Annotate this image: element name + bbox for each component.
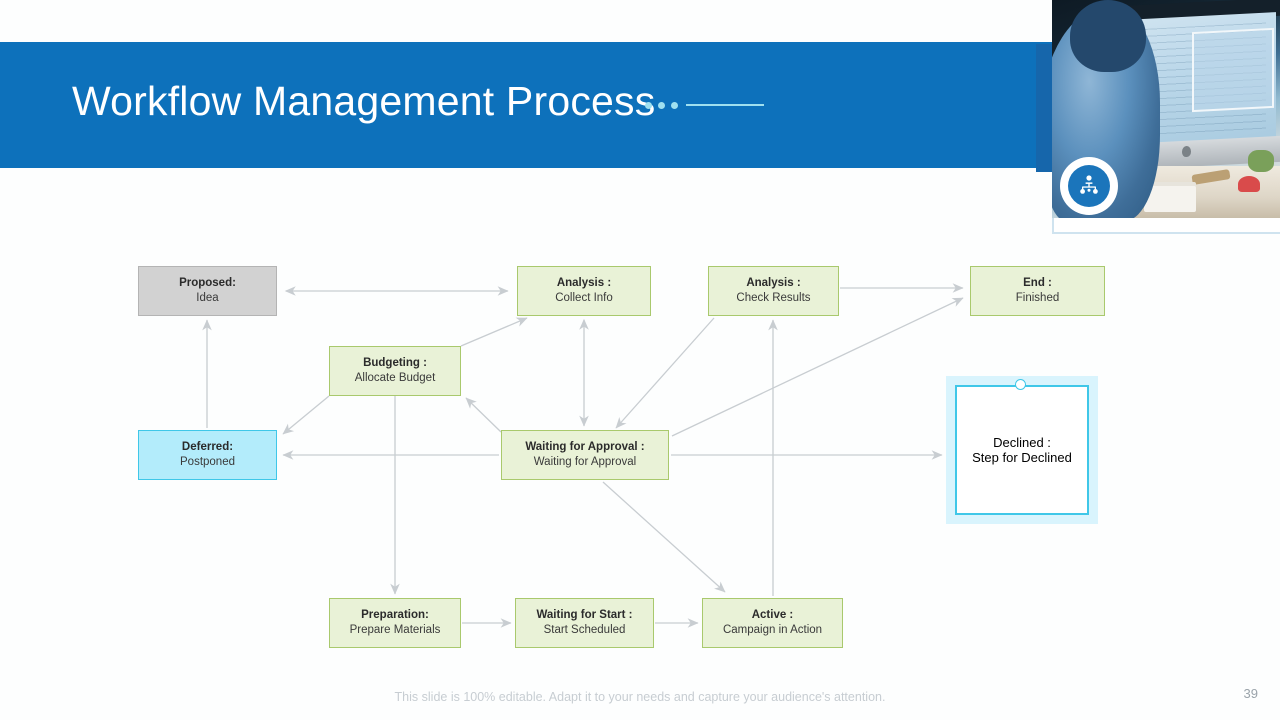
title-decoration (645, 98, 764, 112)
decor-rule (686, 104, 764, 106)
desk-object-plant (1248, 150, 1274, 172)
node-proposed-title: Proposed: (179, 277, 236, 290)
node-proposed[interactable]: Proposed: Idea (138, 266, 277, 316)
node-deferred[interactable]: Deferred: Postponed (138, 430, 277, 480)
node-end[interactable]: End : Finished (970, 266, 1105, 316)
node-deferred-sub: Postponed (180, 456, 235, 468)
node-budgeting[interactable]: Budgeting : Allocate Budget (329, 346, 461, 396)
node-declined-title: Declined : (993, 435, 1051, 450)
node-declined[interactable]: Declined : Step for Declined (955, 385, 1089, 515)
node-budgeting-sub: Allocate Budget (354, 372, 436, 384)
node-analysis-collect-info-title: Analysis : (556, 277, 612, 290)
decor-dot-2 (658, 101, 665, 109)
node-budgeting-title: Budgeting : (363, 357, 427, 370)
node-declined-selection-glow[interactable]: Declined : Step for Declined (946, 376, 1098, 524)
node-waiting-for-start-title: Waiting for Start : (536, 609, 633, 622)
node-analysis-check-results[interactable]: Analysis : Check Results (708, 266, 839, 316)
workflow-diagram: Proposed: Idea Analysis : Collect Info A… (0, 200, 1280, 670)
page-number: 39 (1243, 686, 1258, 701)
node-analysis-check-results-sub: Check Results (736, 292, 811, 304)
node-waiting-for-approval-sub: Waiting for Approval (533, 456, 637, 468)
node-waiting-for-start-sub: Start Scheduled (543, 624, 626, 636)
org-hierarchy-icon (1068, 165, 1110, 207)
decor-dot-3 (671, 101, 678, 109)
node-analysis-check-results-title: Analysis : (746, 277, 801, 290)
node-preparation-sub: Prepare Materials (349, 624, 441, 636)
page-title: Workflow Management Process (72, 78, 656, 124)
badge-circle (1060, 157, 1118, 215)
node-analysis-collect-info[interactable]: Analysis : Collect Info (517, 266, 651, 316)
screen-inset-panel (1192, 27, 1274, 113)
node-analysis-collect-info-sub: Collect Info (555, 292, 613, 304)
node-waiting-for-approval[interactable]: Waiting for Approval : Waiting for Appro… (501, 430, 669, 480)
node-waiting-for-start[interactable]: Waiting for Start : Start Scheduled (515, 598, 654, 648)
node-active-title: Active : (751, 609, 794, 622)
node-end-title: End : (1023, 277, 1052, 290)
desk-object-red (1238, 176, 1260, 192)
desk-object-paper (1144, 186, 1196, 212)
person-head (1070, 0, 1146, 72)
node-deferred-title: Deferred: (181, 441, 234, 454)
photo-accent-stripe (1036, 44, 1054, 172)
node-end-sub: Finished (1015, 292, 1060, 304)
header-bar (0, 42, 1052, 168)
node-active-sub: Campaign in Action (722, 624, 823, 636)
diagram-edges (202, 283, 964, 628)
node-declined-sub: Step for Declined (972, 450, 1072, 465)
node-preparation[interactable]: Preparation: Prepare Materials (329, 598, 461, 648)
node-proposed-sub: Idea (196, 292, 219, 304)
decor-dot-1 (645, 101, 652, 109)
workspace-photo (1052, 0, 1280, 218)
footer-note: This slide is 100% editable. Adapt it to… (394, 690, 886, 704)
node-preparation-title: Preparation: (361, 609, 429, 622)
apple-logo-icon (1182, 145, 1191, 158)
rotate-handle[interactable] (1015, 379, 1026, 390)
node-active[interactable]: Active : Campaign in Action (702, 598, 843, 648)
node-waiting-for-approval-title: Waiting for Approval : (525, 441, 645, 454)
